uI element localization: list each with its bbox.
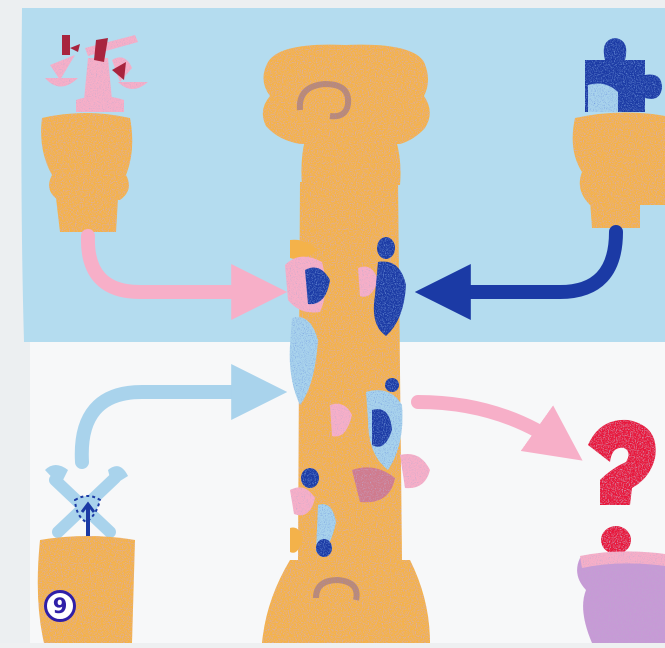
step-number-badge: 9 xyxy=(44,590,76,622)
bottom-left-capital xyxy=(38,536,135,643)
bottom-right-capital xyxy=(577,551,665,643)
